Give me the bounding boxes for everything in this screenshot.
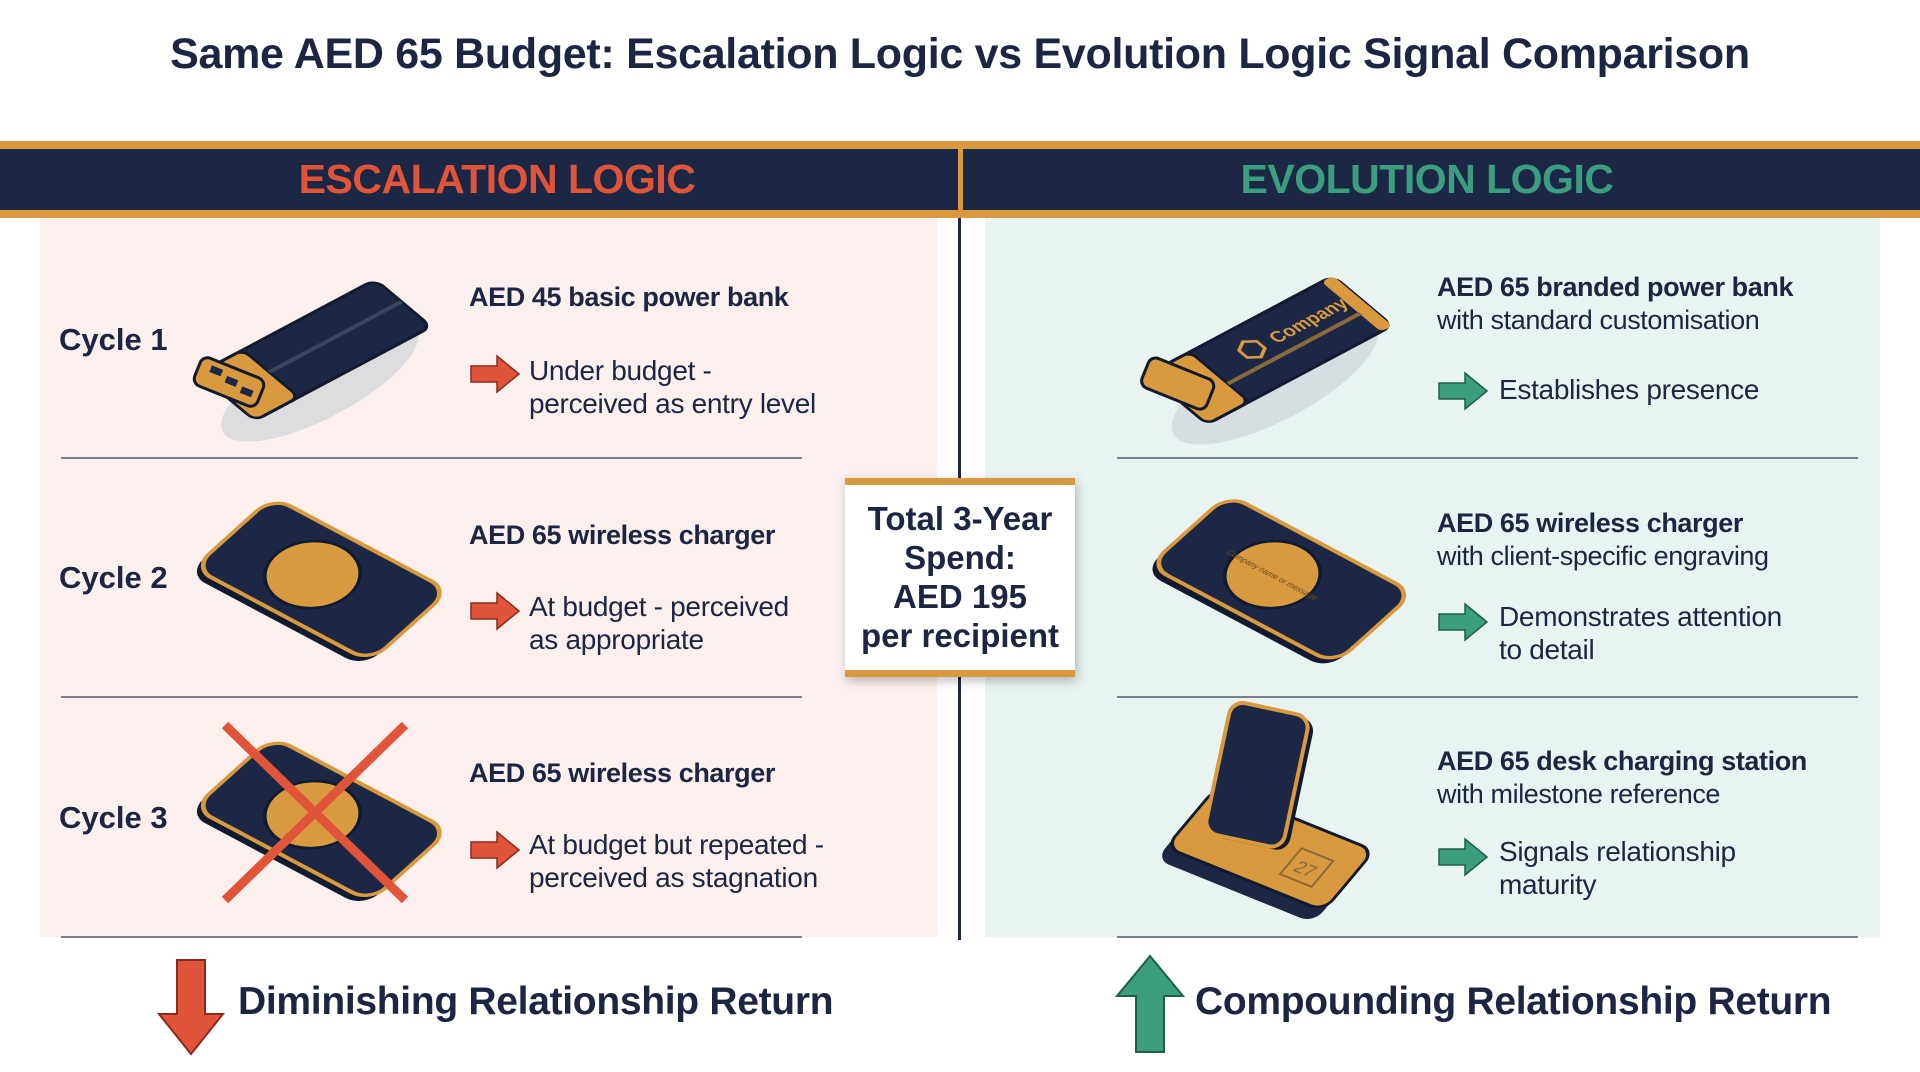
branded-power-bank-icon: Company [1140, 277, 1390, 445]
note-line: At budget - perceived [529, 591, 789, 622]
note-line: Signals relationship [1499, 836, 1736, 867]
escalation-row-1-note: Under budget - perceived as entry level [529, 354, 816, 420]
note-line: to detail [1499, 634, 1595, 665]
arrow-up-icon [1114, 954, 1186, 1053]
row-separator [61, 457, 802, 459]
total-spend-box: Total 3-Year Spend: AED 195 per recipien… [845, 478, 1075, 677]
evolution-row-2-product: AED 65 wireless charger [1437, 508, 1743, 538]
row-separator [1117, 696, 1858, 698]
cycle-2-label: Cycle 2 [59, 560, 168, 595]
note-line: Under budget - [529, 355, 712, 386]
evolution-row-1-note: Establishes presence [1499, 373, 1759, 406]
note-line: as appropriate [529, 624, 704, 655]
evolution-row-3-product: AED 65 desk charging station [1437, 746, 1807, 776]
power-bank-icon [192, 281, 429, 442]
note-line: Demonstrates attention [1499, 601, 1782, 632]
note-line: perceived as entry level [529, 388, 816, 419]
escalation-row-3-product: AED 65 wireless charger [469, 758, 775, 788]
evolution-header: EVOLUTION LOGIC [1240, 156, 1614, 202]
escalation-row-1-product: AED 45 basic power bank [469, 282, 789, 312]
wireless-charger-icon [196, 501, 442, 661]
header-divider [958, 141, 963, 218]
note-line: perceived as stagnation [529, 862, 818, 893]
escalation-outcome: Diminishing Relationship Return [238, 980, 834, 1023]
note-line: maturity [1499, 869, 1597, 900]
escalation-header: ESCALATION LOGIC [298, 156, 696, 202]
escalation-row-2-note: At budget - perceived as appropriate [529, 590, 789, 656]
evolution-row-3-detail: with milestone reference [1437, 779, 1721, 809]
arrow-right-icon [1437, 602, 1489, 642]
evolution-row-2-note: Demonstrates attention to detail [1499, 600, 1782, 666]
evolution-row-3-note: Signals relationship maturity [1499, 835, 1736, 901]
engraved-wireless-charger-icon: Company name or message [1152, 499, 1407, 664]
escalation-panel [40, 218, 937, 937]
total-line: Total 3-Year [867, 500, 1053, 537]
escalation-row-3-note: At budget but repeated - perceived as st… [529, 828, 824, 894]
evolution-row-1-detail: with standard customisation [1437, 305, 1760, 335]
evolution-row-1-product: AED 65 branded power bank [1437, 272, 1794, 302]
wireless-charger-crossed-out-icon [196, 721, 442, 904]
row-separator [61, 936, 802, 938]
arrow-right-icon [469, 591, 521, 631]
cycle-1-label: Cycle 1 [59, 322, 168, 357]
page-title: Same AED 65 Budget: Escalation Logic vs … [170, 30, 1750, 78]
row-separator [61, 696, 802, 698]
arrow-right-icon [469, 354, 521, 394]
total-line: Spend: [904, 539, 1016, 576]
arrow-right-icon [1437, 371, 1489, 411]
note-line: Establishes presence [1499, 374, 1760, 405]
evolution-panel [985, 218, 1880, 937]
arrow-right-icon [1437, 837, 1489, 877]
note-line: At budget but repeated - [529, 829, 824, 860]
cycle-3-label: Cycle 3 [59, 800, 168, 835]
evolution-row-2-detail: with client-specific engraving [1437, 541, 1769, 571]
total-line: per recipient [860, 617, 1060, 654]
arrow-right-icon [469, 830, 521, 870]
row-separator [1117, 936, 1858, 938]
total-line: AED 195 [893, 578, 1027, 615]
desk-charging-station-icon: 27 [1162, 701, 1370, 920]
cross-line [221, 721, 409, 904]
escalation-row-2-product: AED 65 wireless charger [469, 520, 775, 550]
evolution-outcome: Compounding Relationship Return [1195, 980, 1832, 1023]
row-separator [1117, 457, 1858, 459]
arrow-down-icon [156, 959, 226, 1056]
